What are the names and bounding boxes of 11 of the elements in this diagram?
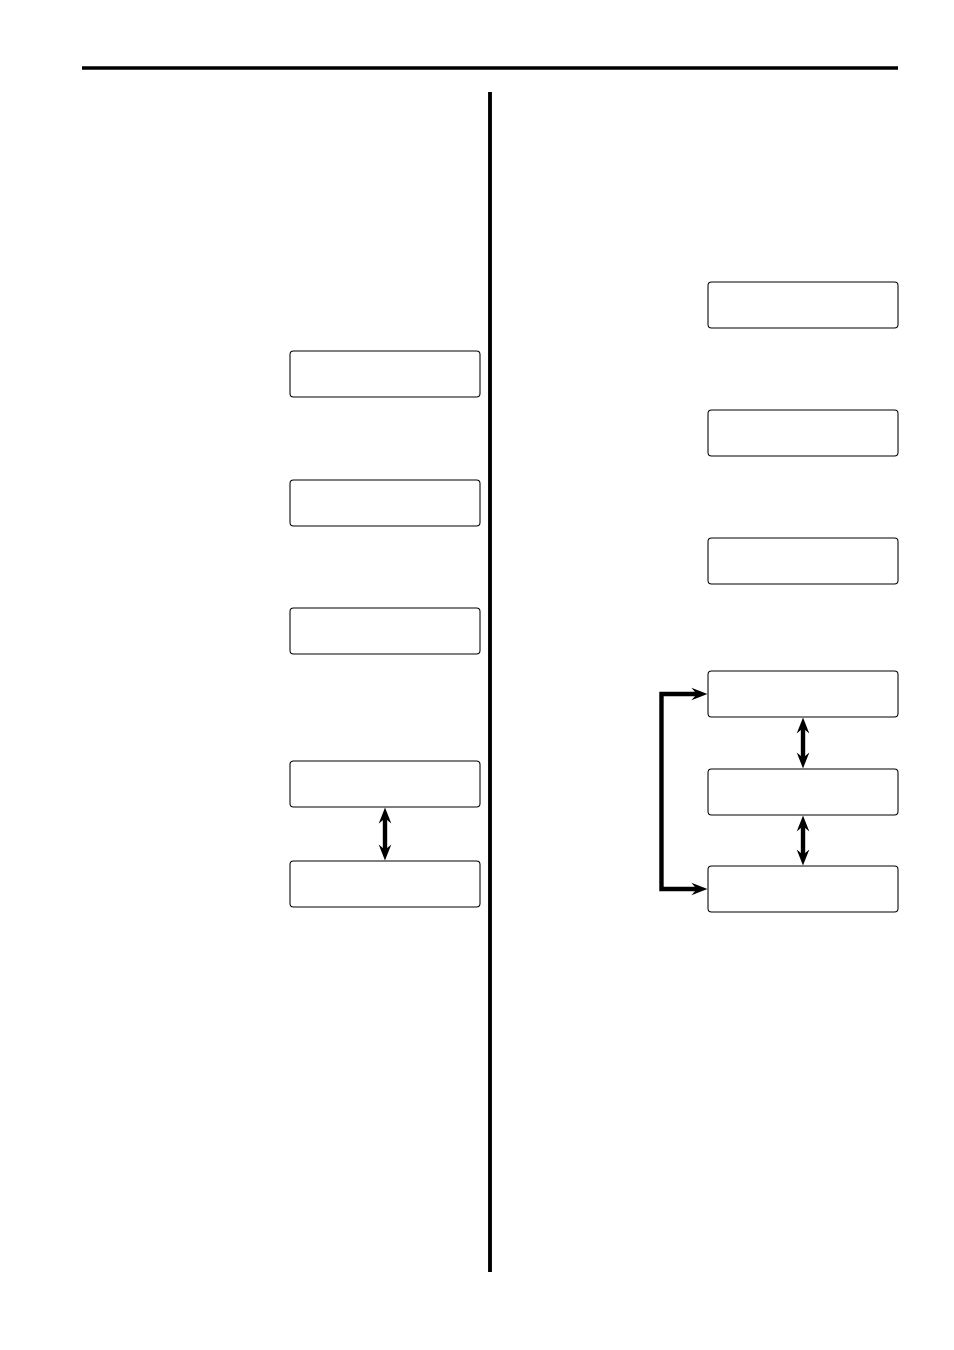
display-box [707,409,899,457]
display-box [289,479,481,527]
display-box [289,860,481,908]
display-box [707,768,899,816]
display-box [707,281,899,329]
display-box [707,865,899,913]
display-box [289,607,481,655]
display-box [289,350,481,398]
display-box [289,760,481,808]
display-box [707,670,899,718]
display-box [707,537,899,585]
